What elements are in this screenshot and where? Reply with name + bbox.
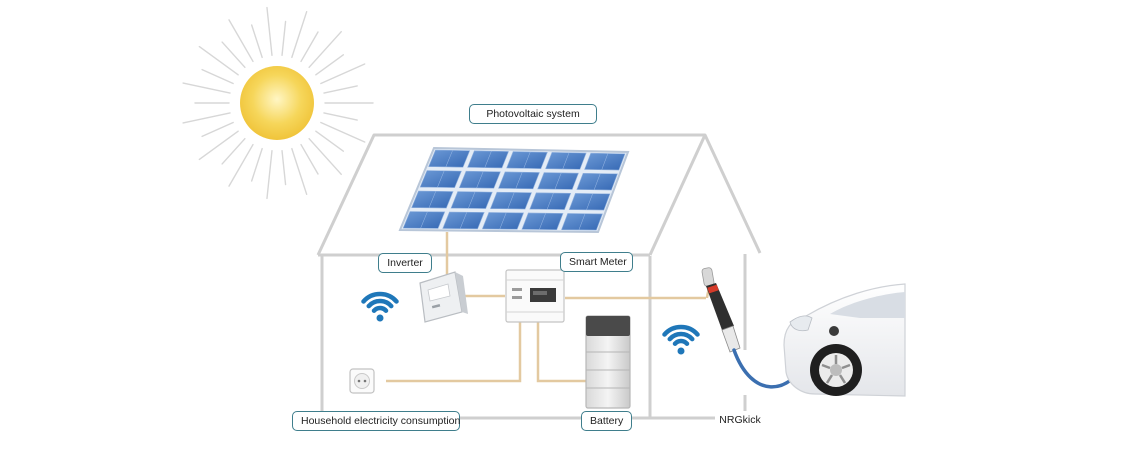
sun-icon bbox=[182, 6, 374, 200]
solar-cell-line bbox=[601, 153, 609, 170]
sun-ray bbox=[308, 137, 342, 176]
battery-label: Battery bbox=[581, 411, 632, 431]
sun-ray bbox=[320, 63, 366, 85]
sun-ray bbox=[291, 10, 308, 59]
sun-ray bbox=[323, 85, 358, 94]
solar-cell-line bbox=[515, 172, 523, 189]
sun-ray bbox=[250, 147, 263, 182]
solar-cell-line bbox=[428, 191, 437, 208]
sun-ray bbox=[308, 30, 342, 69]
solar-cell-line bbox=[507, 192, 515, 209]
wall-socket-icon bbox=[349, 368, 375, 394]
wifi-arc bbox=[361, 291, 399, 304]
solar-cell-line bbox=[437, 170, 445, 188]
sun-ray bbox=[228, 19, 254, 63]
solar-cell-line bbox=[562, 152, 570, 170]
sun-ray bbox=[281, 150, 287, 186]
solar-cell-line bbox=[578, 213, 586, 230]
inverter-icon bbox=[419, 271, 468, 323]
solar-cell-line bbox=[554, 172, 562, 190]
sun-ray bbox=[291, 147, 308, 196]
wifi-icon bbox=[662, 324, 700, 355]
solar-cell-line bbox=[539, 213, 546, 230]
sun-ray bbox=[201, 68, 234, 85]
wifi-dot bbox=[376, 314, 384, 322]
solar-cell-line bbox=[586, 193, 593, 210]
wifi-dot bbox=[677, 347, 685, 355]
sun-ray bbox=[182, 82, 231, 94]
solar-cell-line bbox=[459, 212, 468, 229]
wifi-icon bbox=[361, 291, 399, 322]
sun-ray bbox=[198, 130, 239, 161]
smart-meter-label: Smart Meter bbox=[560, 252, 633, 272]
sun-ray bbox=[182, 112, 231, 124]
solar-cell-line bbox=[476, 171, 484, 189]
sun-ray bbox=[201, 121, 234, 138]
sun-ray bbox=[320, 121, 366, 143]
solar-cell-line bbox=[546, 192, 554, 210]
sun-ray bbox=[198, 45, 239, 76]
solar-cell-line bbox=[499, 212, 507, 230]
sun-ray bbox=[266, 6, 273, 56]
wiring bbox=[386, 232, 706, 383]
photovoltaic-system-label: Photovoltaic system bbox=[469, 104, 597, 124]
wifi-arc bbox=[366, 298, 394, 309]
sun-disc bbox=[240, 66, 314, 140]
solar-panel-icon bbox=[398, 146, 630, 234]
sun-ray bbox=[250, 24, 263, 59]
nrgkick-label: NRGkick bbox=[715, 411, 765, 431]
smart-meter-icon bbox=[505, 269, 565, 323]
inverter-label: Inverter bbox=[378, 253, 432, 273]
sun-ray bbox=[315, 54, 345, 76]
sun-ray bbox=[221, 137, 246, 165]
sun-ray bbox=[300, 31, 319, 63]
sun-ray bbox=[323, 112, 358, 121]
battery-icon bbox=[585, 315, 631, 409]
wifi-arc bbox=[371, 305, 389, 313]
electric-car-icon bbox=[783, 283, 906, 397]
solar-cell-line bbox=[468, 191, 476, 209]
wifi-arc bbox=[662, 324, 700, 337]
solar-cell-line bbox=[484, 151, 492, 168]
household-consumption-label: Household electricity consumption bbox=[292, 411, 460, 431]
sun-ray bbox=[300, 143, 319, 175]
wifi-arc bbox=[672, 338, 690, 346]
sun-ray bbox=[228, 143, 254, 187]
sun-ray bbox=[315, 130, 345, 152]
solar-cell-line bbox=[593, 173, 601, 190]
solar-cell-line bbox=[420, 211, 428, 229]
sun-ray bbox=[266, 150, 273, 200]
solar-cell-line bbox=[445, 150, 453, 167]
solar-cell-line bbox=[523, 151, 531, 169]
sun-ray bbox=[221, 41, 246, 69]
sun-ray bbox=[281, 20, 287, 56]
wifi-arc bbox=[667, 331, 695, 342]
